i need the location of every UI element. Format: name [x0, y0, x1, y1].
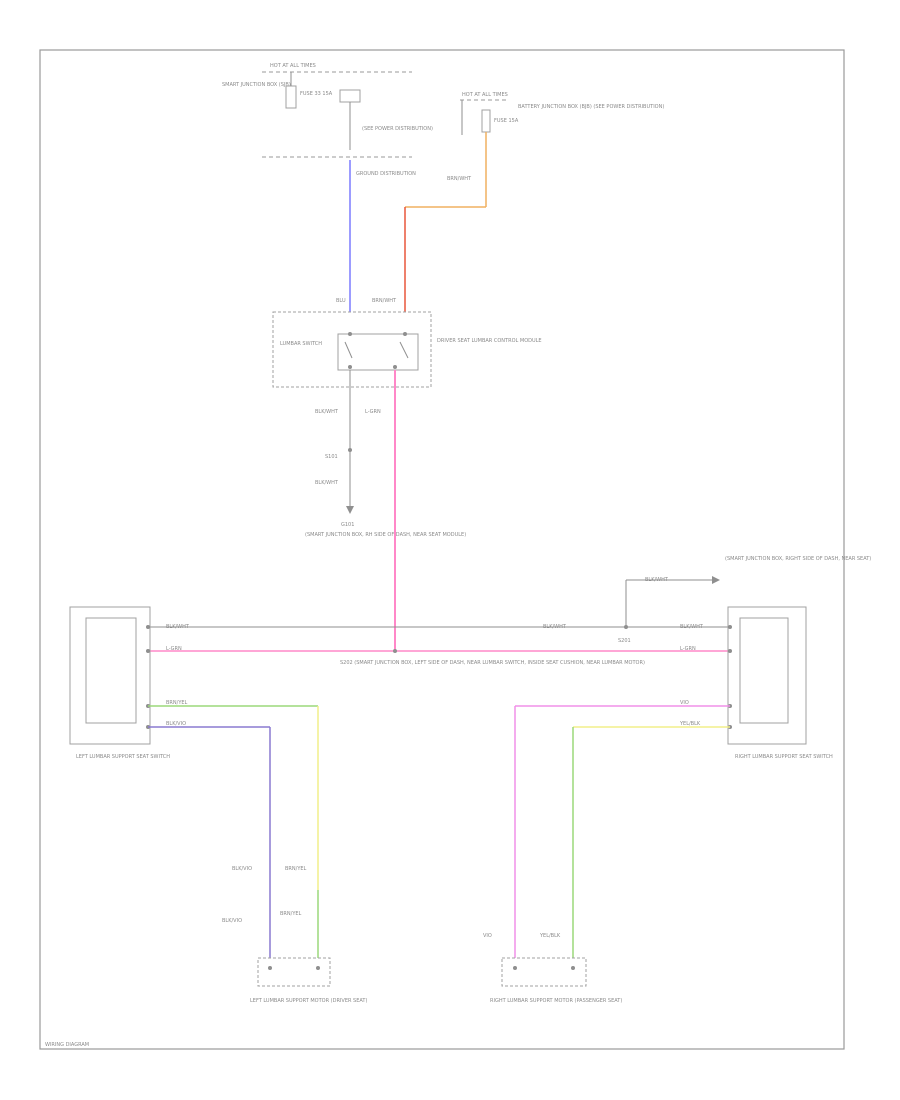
switch-arm-1 [344, 341, 353, 359]
switch-contact-1 [348, 332, 352, 336]
wire-lgn-l1-label: L-GRN [166, 646, 182, 652]
wire-brn-top-label: BRN/WHT [447, 176, 472, 182]
wire-blk-wht-r1-label: BLK/WHT [680, 624, 704, 630]
wire-blk-vio-bot-label: BLK/VIO [232, 866, 252, 872]
wire-lgn-label: L-GRN [365, 409, 381, 415]
center-switch-inner [337, 333, 419, 371]
right-module-pin-1 [728, 625, 732, 629]
diagram-frame [39, 49, 845, 1050]
wire-brn-yel-bot2-label: BRN/YEL [280, 911, 302, 917]
sjb-ref-label: (SEE POWER DISTRIBUTION) [362, 126, 433, 132]
wire-blk-wht-l1-label: BLK/WHT [166, 624, 190, 630]
switch-arm-2 [399, 341, 409, 359]
wire-blk-vio-bot2-label: BLK/VIO [222, 918, 242, 924]
splice-s101-label: S101 [325, 454, 338, 460]
wire-blk-wht-center-label: BLK/WHT [543, 624, 567, 630]
left-module-inner [85, 617, 137, 724]
left-motor-pin-2 [316, 966, 320, 970]
right-module-inner [739, 617, 789, 724]
right-motor-box [501, 957, 587, 987]
sjb-left-label: SMART JUNCTION BOX (SJB) [222, 82, 291, 88]
wire-lgn-r1-label: L-GRN [680, 646, 696, 652]
left-module-pin-1 [146, 625, 150, 629]
right-module-pin-2 [728, 649, 732, 653]
wire-yel-bot-label: YEL/BLK [539, 933, 561, 939]
left-motor-box [257, 957, 331, 987]
right-motor-pin-2 [571, 966, 575, 970]
wire-blk-vio-label: BLK/VIO [166, 721, 186, 727]
ground-arrow [346, 506, 354, 514]
switch-contact-3 [348, 365, 352, 369]
bjb-desc-label: BATTERY JUNCTION BOX (BJB) (SEE POWER DI… [518, 104, 664, 110]
fuse-left-label: FUSE 33 15A [300, 91, 333, 97]
left-module-pin-2 [146, 649, 150, 653]
hot-left-label: HOT AT ALL TIMES [270, 63, 316, 69]
right-ground-arrow [712, 576, 720, 584]
ground-desc-label: (SMART JUNCTION BOX, RH SIDE OF DASH, NE… [305, 532, 466, 538]
center-switch-label: LUMBAR SWITCH [280, 341, 322, 347]
right-motor-label: RIGHT LUMBAR SUPPORT MOTOR (PASSENGER SE… [490, 998, 622, 1004]
wire-blk-wht-right-label: BLK/WHT [645, 577, 669, 583]
fuse-left-connector [339, 89, 361, 103]
wire-brn-yel-bot-label: BRN/YEL [285, 866, 307, 872]
right-module-label: RIGHT LUMBAR SUPPORT SEAT SWITCH [735, 754, 833, 760]
center-note-label: S202 (SMART JUNCTION BOX, LEFT SIDE OF D… [340, 660, 645, 666]
wire-vio-bot-label: VIO [483, 933, 492, 939]
right-ground-desc: (SMART JUNCTION BOX, RIGHT SIDE OF DASH,… [725, 556, 871, 562]
left-module-label: LEFT LUMBAR SUPPORT SEAT SWITCH [76, 754, 170, 760]
wire-yel-r-label: YEL/BLK [679, 721, 701, 727]
fuse-right-label: FUSE 15A [494, 118, 519, 124]
left-motor-label: LEFT LUMBAR SUPPORT MOTOR (DRIVER SEAT) [250, 998, 367, 1004]
bus-center-dot [393, 649, 397, 653]
wire-blk-wht-label: BLK/WHT [315, 409, 339, 415]
wire-blu-label: BLU [336, 298, 346, 304]
hot-right-label: HOT AT ALL TIMES [462, 92, 508, 98]
left-motor-pin-1 [268, 966, 272, 970]
wire-blk-wht-2-label: BLK/WHT [315, 480, 339, 486]
switch-contact-2 [403, 332, 407, 336]
ground-dist-label: GROUND DISTRIBUTION [356, 171, 416, 177]
wire-brn-mid-label: BRN/WHT [372, 298, 397, 304]
splice-s201-label: S201 [618, 638, 631, 644]
wire-vio-r-label: VIO [680, 700, 689, 706]
fuse-right [481, 109, 491, 133]
right-motor-pin-1 [513, 966, 517, 970]
wire-brn-yel-label: BRN/YEL [166, 700, 188, 706]
fuse-left [285, 85, 297, 109]
footer-label: WIRING DIAGRAM [45, 1042, 89, 1048]
splice-s101-dot [348, 448, 352, 452]
ground-point-label: G101 [341, 522, 354, 528]
center-switch-desc: DRIVER SEAT LUMBAR CONTROL MODULE [437, 338, 542, 344]
switch-contact-4 [393, 365, 397, 369]
